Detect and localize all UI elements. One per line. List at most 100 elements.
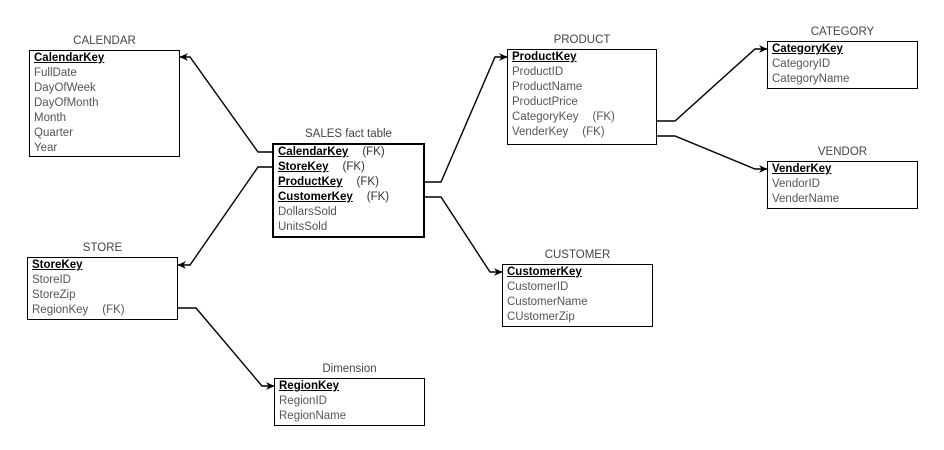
attribute-name: DayOfWeek (34, 82, 96, 94)
attribute-row[interactable]: ProductKey (508, 50, 656, 65)
attribute-fk-marker: (FK) (362, 146, 385, 158)
attribute-row[interactable]: RegionID (275, 394, 424, 409)
attribute-name: FullDate (34, 67, 77, 79)
attribute-row[interactable]: DollarsSold (274, 205, 423, 220)
attribute-name: VendorID (772, 178, 820, 190)
connector-sales-to-store (177, 166, 272, 269)
attribute-name: DayOfMonth (34, 97, 99, 109)
connector-sales-to-calendar (179, 53, 272, 153)
attribute-name: StoreID (32, 274, 71, 286)
attribute-name: ProductName (512, 81, 583, 93)
attribute-row[interactable]: CustomerKey(FK) (274, 190, 423, 205)
attribute-row[interactable]: StoreKey (FK) (274, 160, 423, 175)
attribute-row[interactable]: ProductID (508, 65, 656, 80)
attribute-row[interactable]: StoreZip (28, 288, 177, 303)
attribute-row[interactable]: CategoryKey (FK) (508, 110, 656, 125)
attribute-name: CategoryID (772, 58, 831, 70)
attribute-row[interactable]: CategoryName (768, 72, 917, 87)
attribute-row[interactable]: VenderKey (768, 162, 917, 177)
connector-product-to-vendor (657, 135, 768, 173)
attribute-fk-marker: (FK) (366, 191, 390, 203)
attribute-row[interactable]: DayOfWeek (30, 81, 179, 96)
entity-title-vendor: VENDOR (817, 146, 868, 158)
attribute-row[interactable]: CategoryID (768, 57, 917, 72)
attribute-row[interactable]: ProductName (508, 80, 656, 95)
attribute-row[interactable]: VenderName (768, 192, 917, 207)
attribute-fk-marker: (FK) (102, 304, 125, 316)
entity-title-store: STORE (82, 242, 123, 254)
attribute-row[interactable]: CustomerName (503, 295, 652, 310)
entity-title-calendar: CALENDAR (73, 35, 136, 47)
attribute-name: CustomerKey (507, 266, 582, 278)
attribute-row[interactable]: CalendarKey (FK) (274, 145, 423, 160)
attribute-row[interactable]: CustomerID (503, 280, 652, 295)
attribute-row[interactable]: ProductKey (FK) (274, 175, 423, 190)
connector-product-to-category (657, 45, 768, 122)
attribute-name: ProductPrice (512, 96, 578, 108)
attribute-row[interactable]: StoreKey (28, 258, 177, 273)
attribute-name: StoreZip (32, 289, 76, 301)
attribute-name: RegionID (279, 395, 327, 407)
attribute-name: CalendarKey (34, 52, 105, 64)
entity-title-category: CATEGORY (810, 26, 875, 38)
attribute-row[interactable]: ProductPrice (508, 95, 656, 110)
attribute-name: CUstomerZip (507, 311, 575, 323)
attribute-name: VenderKey (772, 163, 832, 175)
attribute-name: StoreKey (32, 259, 83, 271)
attribute-name: CategoryKey (512, 111, 579, 123)
attribute-row[interactable]: UnitsSold (274, 220, 423, 235)
attribute-row[interactable]: Month (30, 111, 179, 126)
attribute-fk-marker: (FK) (342, 161, 365, 173)
entity-title-dimension: Dimension (322, 363, 377, 375)
attribute-name: CalendarKey (278, 146, 349, 158)
attribute-row[interactable]: VenderKey(FK) (508, 125, 656, 140)
attribute-name: RegionKey (32, 304, 89, 316)
attribute-name: Month (34, 112, 66, 124)
attribute-name: CustomerID (507, 281, 569, 293)
attribute-name: VenderKey (512, 126, 569, 138)
attribute-name: CategoryName (772, 73, 850, 85)
attribute-row[interactable]: CustomerKey (503, 265, 652, 280)
attribute-fk-marker: (FK) (356, 176, 379, 188)
connector-store-to-dimension (178, 307, 275, 390)
attribute-name: Year (34, 142, 58, 154)
attribute-row[interactable]: RegionKey (275, 379, 424, 394)
attribute-row[interactable]: StoreID (28, 273, 177, 288)
attribute-name: CategoryKey (772, 43, 843, 55)
attribute-row[interactable]: CUstomerZip (503, 310, 652, 325)
attribute-fk-marker: (FK) (592, 111, 615, 123)
attribute-row[interactable]: FullDate (30, 66, 179, 81)
attribute-row[interactable]: Quarter (30, 126, 179, 141)
attribute-name: RegionKey (279, 380, 340, 392)
attribute-row[interactable]: CategoryKey (768, 42, 917, 57)
entity-title-product: PRODUCT (553, 34, 611, 46)
entity-box-sales[interactable]: CalendarKey (FK) StoreKey (FK) ProductKey (FK… (272, 143, 425, 238)
attribute-name: ProductKey (512, 51, 577, 63)
attribute-row[interactable]: VendorID (768, 177, 917, 192)
attribute-name: ProductKey (278, 176, 343, 188)
attribute-row[interactable]: RegionKey (FK) (28, 303, 177, 318)
attribute-row[interactable]: Year (30, 141, 179, 156)
attribute-name: VenderName (772, 193, 840, 205)
attribute-name: DollarsSold (278, 206, 337, 218)
attribute-name: CustomerName (507, 296, 588, 308)
entity-title-sales: SALES fact table (305, 128, 392, 140)
attribute-name: ProductID (512, 66, 564, 78)
attribute-name: UnitsSold (278, 221, 328, 233)
attribute-name: RegionName (279, 410, 347, 422)
attribute-name: Quarter (34, 127, 73, 139)
attribute-row[interactable]: CalendarKey (30, 51, 179, 66)
attribute-name: StoreKey (278, 161, 329, 173)
connector-sales-to-customer (425, 196, 503, 276)
entity-title-customer: CUSTOMER (544, 249, 611, 261)
attribute-row[interactable]: DayOfMonth (30, 96, 179, 111)
attribute-row[interactable]: RegionName (275, 409, 424, 424)
